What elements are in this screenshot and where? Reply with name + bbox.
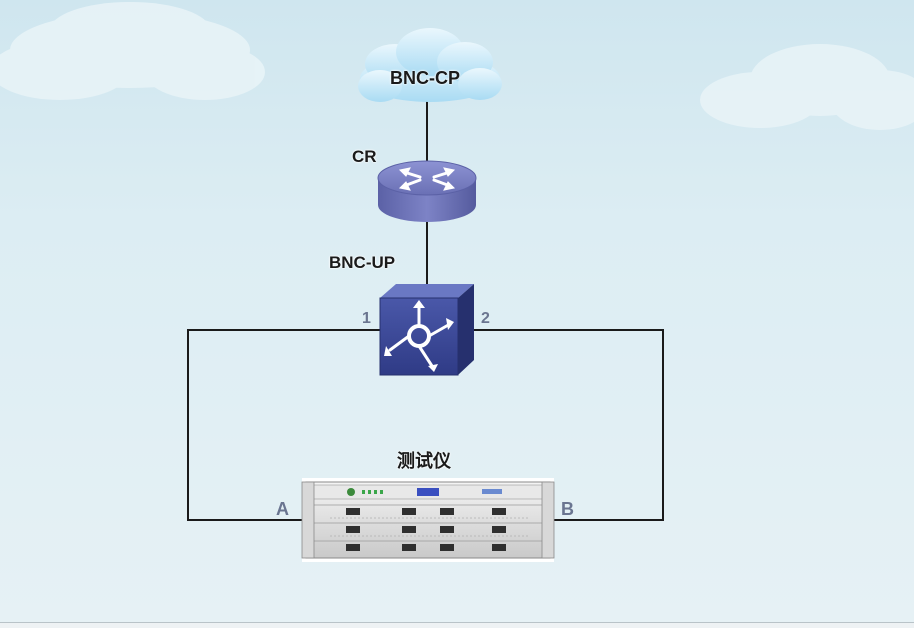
router-arrows-icon [398, 167, 456, 191]
switch-port-2-label: 2 [481, 310, 490, 327]
link-port2-portB [470, 329, 664, 521]
switch-arrows-icon [388, 304, 452, 368]
tester-port-b-label: B [561, 499, 574, 519]
l3-switch-icon[interactable] [379, 284, 474, 376]
bottom-border [0, 622, 914, 628]
background-clouds [0, 2, 914, 130]
switch-port-1-label: 1 [362, 310, 371, 327]
test-chassis-icon[interactable] [301, 478, 555, 562]
cloud-icon[interactable] [358, 28, 502, 102]
links [187, 100, 664, 521]
cloud-label: BNC-CP [390, 68, 460, 88]
switch-arrowheads [384, 300, 454, 372]
router-label: CR [352, 147, 377, 166]
tester-port-a-label: A [276, 499, 289, 519]
tester-label: 测试仪 [397, 451, 451, 471]
switch-label: BNC-UP [329, 253, 396, 272]
router-icon[interactable] [377, 160, 477, 222]
link-port1-portA [187, 329, 380, 521]
